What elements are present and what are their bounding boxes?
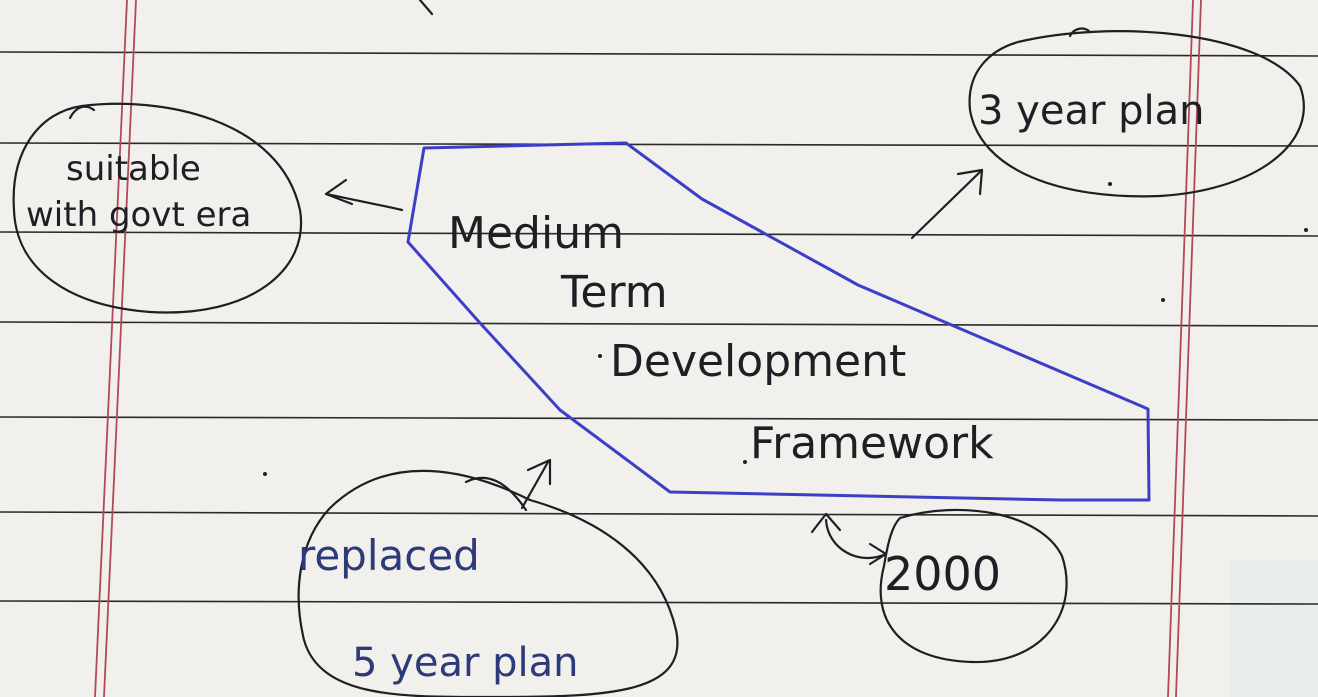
ruled-lines <box>0 51 1318 605</box>
arrow-to-suitable <box>324 178 404 212</box>
bubble-replaced-outline <box>297 469 679 697</box>
bubble-three-year-outline <box>968 30 1305 198</box>
arrow-to-three-year <box>910 168 984 240</box>
arrow-to-year <box>810 512 888 566</box>
bubble-year-label: 2000 <box>884 547 1001 601</box>
top-ink-mark <box>418 0 434 16</box>
paper-shadow <box>1230 560 1318 697</box>
bubble-replaced-line-1: replaced <box>298 531 480 580</box>
bubble-suitable-line-1: suitable <box>66 149 201 189</box>
central-text: Medium Term Development Framework <box>448 208 994 469</box>
bubble-year: 2000 <box>879 508 1068 664</box>
central-line-2: Term <box>560 267 668 318</box>
bubble-suitable: suitable with govt era <box>12 102 303 314</box>
arrow-from-replaced <box>464 458 552 512</box>
bubble-suitable-line-2: with govt era <box>26 195 251 235</box>
bubble-replaced: replaced 5 year plan <box>297 469 679 697</box>
bubble-replaced-line-2: 5 year plan <box>352 640 578 686</box>
bubble-suitable-tick <box>68 105 96 120</box>
margin-lines <box>94 0 1202 697</box>
bubble-suitable-outline <box>12 102 303 314</box>
central-line-1: Medium <box>448 208 624 259</box>
central-line-4: Framework <box>750 418 994 469</box>
central-shape-outline <box>406 141 1151 502</box>
bubble-three-year: 3 year plan <box>968 27 1305 198</box>
bubble-three-year-tick <box>1068 27 1092 38</box>
bubble-three-year-line-1: 3 year plan <box>978 88 1204 134</box>
bubble-year-outline <box>879 508 1068 664</box>
stray-marks <box>263 182 1308 476</box>
central-line-3: Development <box>610 336 906 387</box>
